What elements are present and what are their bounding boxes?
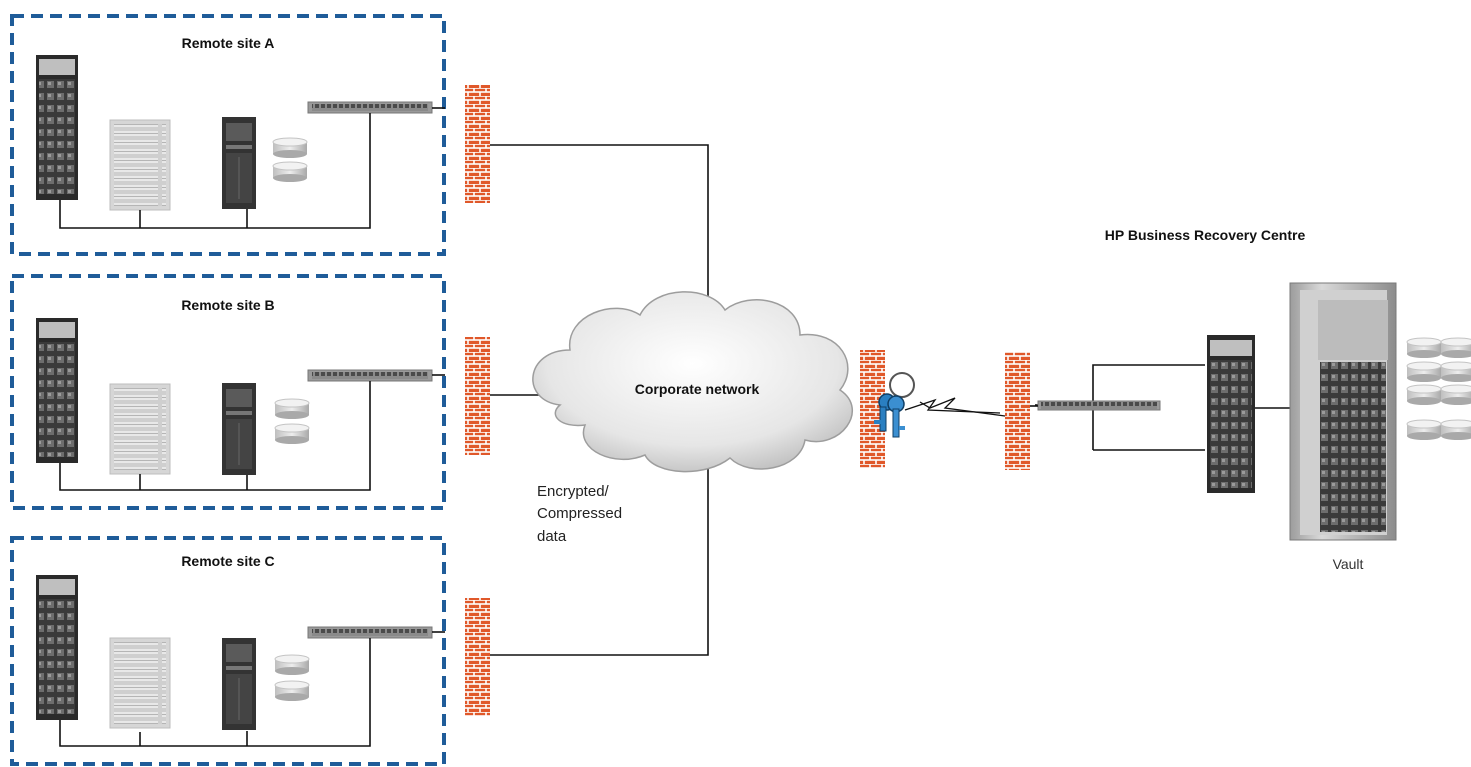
firewall-icon xyxy=(1005,352,1030,470)
storage-array-icon xyxy=(109,119,171,211)
tower-server-icon xyxy=(221,382,257,476)
network-switch-icon xyxy=(1037,400,1161,411)
network-switch-icon xyxy=(307,626,433,639)
site-a-label: Remote site A xyxy=(182,35,275,51)
annotation-line-2: Compressed xyxy=(537,505,622,522)
rack-server-icon xyxy=(36,55,78,200)
storage-array-icon xyxy=(109,383,171,475)
firewall-icon xyxy=(465,337,490,455)
tower-server-icon xyxy=(221,116,257,210)
lightning-link-icon xyxy=(904,398,1001,414)
annotation-line-3: data xyxy=(537,528,567,545)
key-icon xyxy=(874,372,915,438)
annotation-line-1: Encrypted/ xyxy=(537,483,610,500)
disk-stack-icon xyxy=(274,654,310,702)
vault-label: Vault xyxy=(1333,556,1364,572)
remote-site-b: Remote site B xyxy=(10,274,446,510)
cloud-icon xyxy=(532,291,853,473)
storage-array-icon xyxy=(109,637,171,729)
network-links xyxy=(490,144,1290,656)
firewall-icon xyxy=(465,85,490,203)
firewall-icon xyxy=(465,598,490,716)
rack-server-icon xyxy=(36,575,78,720)
rack-server-icon xyxy=(36,318,78,463)
disk-stack-icon xyxy=(272,137,308,183)
site-b-label: Remote site B xyxy=(181,297,274,313)
network-switch-icon xyxy=(307,369,433,382)
rack-server-icon xyxy=(1207,335,1255,493)
disk-stack-icon xyxy=(1406,337,1471,441)
network-switch-icon xyxy=(307,101,433,114)
vault-cabinet-icon xyxy=(1289,282,1397,541)
remote-site-a: Remote site A xyxy=(10,14,446,256)
recovery-centre-title: HP Business Recovery Centre xyxy=(1105,227,1306,243)
site-c-border xyxy=(10,536,446,766)
remote-site-c: Remote site C xyxy=(10,536,446,766)
tower-server-icon xyxy=(221,637,257,731)
site-c-label: Remote site C xyxy=(181,553,274,569)
disk-stack-icon xyxy=(274,398,310,445)
site-a-border xyxy=(10,14,446,256)
site-b-border xyxy=(10,274,446,510)
corporate-network-label: Corporate network xyxy=(635,381,760,397)
